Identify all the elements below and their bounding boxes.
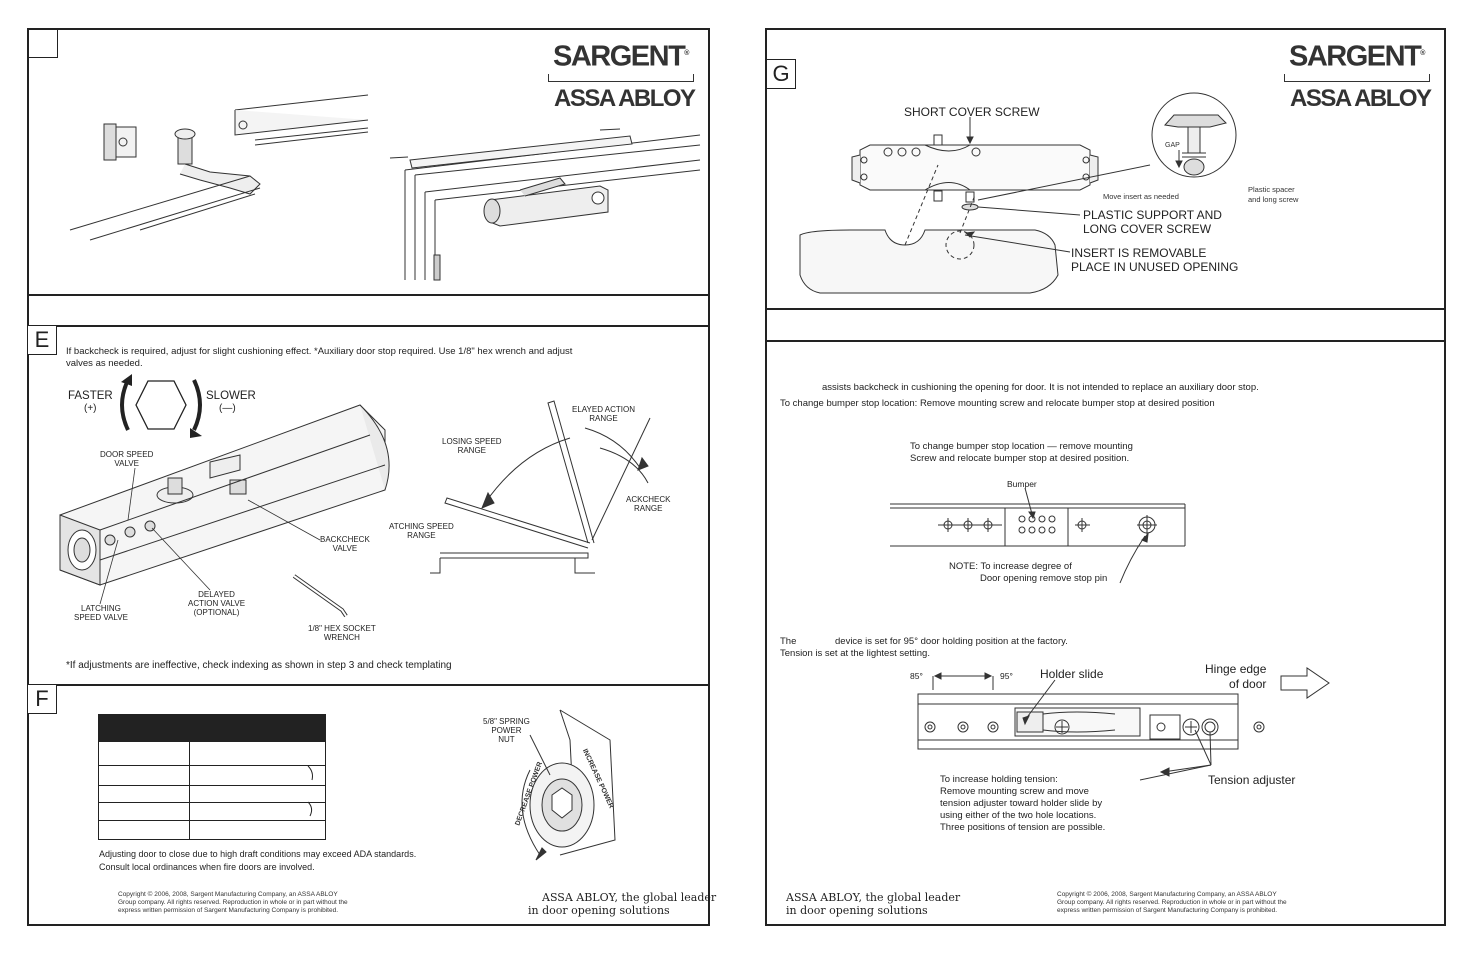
divider xyxy=(765,308,1446,310)
slogan-line: ASSA ABLOY, the global leader xyxy=(786,891,961,904)
ada-note-line2: Consult local ordinances when fire doors… xyxy=(99,862,315,872)
copyright-line: express written permission of Sargent Ma… xyxy=(118,907,339,914)
slower-sign: (—) xyxy=(219,403,236,414)
faster-sign: (+) xyxy=(84,403,97,414)
divider xyxy=(27,684,710,686)
short-cover-screw-label: SHORT COVER SCREW xyxy=(904,105,1040,119)
table-row xyxy=(99,765,325,766)
bumper-label: Bumper xyxy=(1007,479,1037,489)
ada-note-line1: Adjusting door to close due to high draf… xyxy=(99,849,417,859)
door-swing-ranges-diagram xyxy=(410,398,700,583)
copyright-line: express written permission of Sargent Ma… xyxy=(1057,907,1278,914)
table-header xyxy=(99,715,325,742)
hold-open-line2: Tension is set at the lightest setting. xyxy=(780,648,930,659)
cover-screw-illustration xyxy=(790,95,1250,300)
bumper-intro-line1: assists backcheck in cushioning the open… xyxy=(822,382,1259,393)
gap-label: GAP xyxy=(1165,142,1180,149)
slogan-line: ASSA ABLOY, the global leader xyxy=(542,891,717,904)
spring-power-illustration xyxy=(490,710,630,880)
copyright-line: Group company. All rights reserved. Repr… xyxy=(118,899,348,906)
step-letter-e: E xyxy=(27,325,57,355)
bumper-stop-diagram xyxy=(890,488,1190,583)
tension-instructions: To increase holding tension: Remove moun… xyxy=(940,774,1106,833)
slogan-line: in door opening solutions xyxy=(528,904,670,917)
bumper-note-line2: Door opening remove stop pin xyxy=(980,573,1108,584)
hex-rotation-icon xyxy=(118,374,202,438)
hex-wrench-icon xyxy=(290,570,360,620)
table-row xyxy=(99,785,325,786)
bumper-intro-line2: To change bumper stop location: Remove m… xyxy=(780,398,1215,409)
step-box-blank xyxy=(27,28,58,58)
copyright-line: Copyright © 2006, 2008, Sargent Manufact… xyxy=(118,891,338,898)
sargent-logo: SARGENT® xyxy=(1289,40,1426,73)
assa-abloy-logo: ASSA ABLOY xyxy=(554,85,696,112)
closer-valves-illustration xyxy=(40,400,400,600)
table-turn-marks xyxy=(300,762,330,822)
divider xyxy=(27,294,710,296)
arm-mounting-illustration xyxy=(60,90,700,290)
logo-bracket xyxy=(548,74,694,82)
copyright-line: Group company. All rights reserved. Repr… xyxy=(1057,899,1287,906)
spring-power-table xyxy=(98,714,326,840)
faster-label: FASTER xyxy=(68,390,113,402)
hold-open-line1-a: The xyxy=(780,636,797,647)
angle-95-label: 95° xyxy=(1000,671,1013,681)
holder-slide-label: Holder slide xyxy=(1040,667,1104,681)
step-e-footnote: *If adjustments are ineffective, check i… xyxy=(66,660,452,671)
step-e-intro-line2: valves as needed. xyxy=(66,358,143,369)
slower-label: SLOWER xyxy=(206,390,256,402)
table-column-divider xyxy=(189,742,190,839)
step-letter-g: G xyxy=(766,59,796,89)
slogan-line: in door opening solutions xyxy=(786,904,928,917)
divider xyxy=(765,340,1446,342)
table-row xyxy=(99,802,325,803)
tension-adjuster-label: Tension adjuster xyxy=(1208,773,1296,787)
angle-85-label: 85° xyxy=(910,671,923,681)
holder-slide-diagram xyxy=(915,660,1335,780)
table-row xyxy=(99,820,325,821)
divider xyxy=(27,325,710,327)
hold-open-line1-b: device is set for 95° door holding posit… xyxy=(835,636,1068,647)
bumper-note-line1: NOTE: To increase degree of xyxy=(949,561,1072,572)
step-letter-f: F xyxy=(27,684,57,714)
copyright-line: Copyright © 2006, 2008, Sargent Manufact… xyxy=(1057,891,1277,898)
valve-leader-lines xyxy=(0,0,710,690)
assa-abloy-logo: ASSA ABLOY xyxy=(1290,85,1432,112)
step-e-intro-line1: If backcheck is required, adjust for sli… xyxy=(66,346,573,357)
bumper-fig-caption: To change bumper stop location — remove … xyxy=(910,441,1133,464)
sargent-logo: SARGENT® xyxy=(553,40,690,73)
logo-bracket xyxy=(1284,74,1430,82)
move-insert-label: Move insert as needed xyxy=(1103,192,1179,201)
